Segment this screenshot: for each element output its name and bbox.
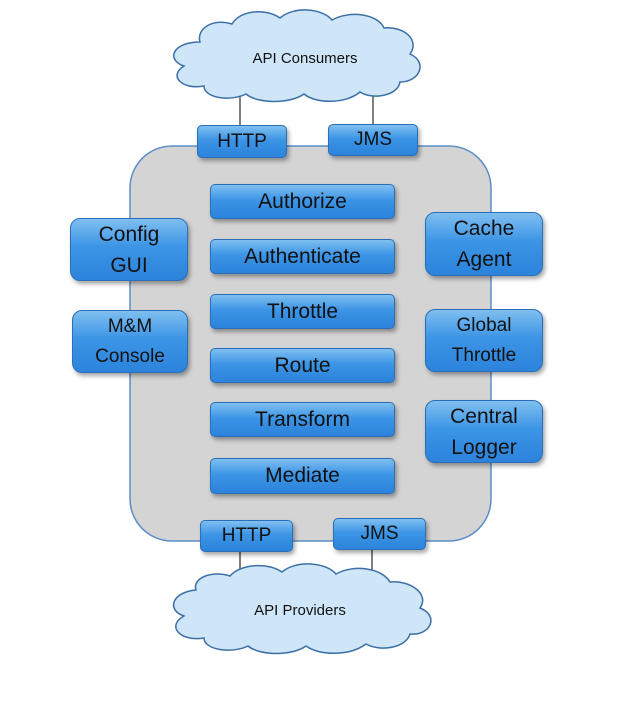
transform-stage: Transform (210, 402, 395, 437)
global-throttle-component: Global Throttle (425, 309, 543, 372)
consumers-cloud (173, 9, 421, 103)
central-logger-component: Central Logger (425, 400, 543, 463)
bottom-http-port: HTTP (200, 520, 293, 552)
cache-agent-component: Cache Agent (425, 212, 543, 276)
top-http-port: HTTP (197, 125, 287, 158)
mm-console-component: M&M Console (72, 310, 188, 373)
route-stage: Route (210, 348, 395, 383)
top-jms-port: JMS (328, 124, 418, 156)
providers-label: API Providers (254, 602, 346, 619)
authenticate-stage: Authenticate (210, 239, 395, 274)
consumers-label: API Consumers (252, 50, 358, 67)
throttle-stage: Throttle (210, 294, 395, 329)
config-gui-component: Config GUI (70, 218, 188, 281)
mediate-stage: Mediate (210, 458, 395, 494)
bottom-jms-port: JMS (333, 518, 426, 550)
authorize-stage: Authorize (210, 184, 395, 219)
providers-cloud (172, 563, 432, 655)
